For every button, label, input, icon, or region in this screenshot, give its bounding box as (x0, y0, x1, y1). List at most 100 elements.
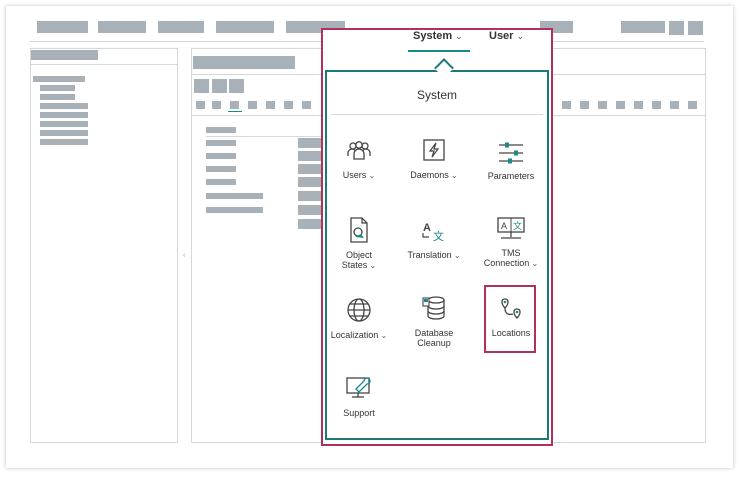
tile-parameters[interactable]: Parameters (476, 141, 546, 181)
form-field[interactable] (298, 138, 323, 148)
tab-placeholder[interactable] (634, 101, 643, 109)
toolbar-button[interactable] (194, 79, 209, 93)
tab-placeholder[interactable] (302, 101, 311, 109)
sliders-icon (499, 142, 523, 164)
tile-localization[interactable]: Localization ⌄ (324, 296, 394, 341)
main-panel-title (193, 56, 295, 69)
nav-placeholder[interactable] (98, 21, 146, 33)
tab-placeholder[interactable] (196, 101, 205, 109)
tile-object-states-label-1: Object (345, 250, 372, 260)
form-field[interactable] (298, 164, 323, 174)
menu-system[interactable]: System ⌄ (413, 30, 463, 42)
tile-support[interactable]: Support (324, 376, 394, 418)
splitter-handle[interactable]: ‹ (183, 252, 186, 259)
globe-icon (347, 298, 371, 322)
form-label (206, 153, 236, 159)
form-field[interactable] (298, 219, 323, 229)
svg-text:文: 文 (433, 229, 444, 243)
form-label (206, 140, 236, 146)
tab-placeholder[interactable] (652, 101, 661, 109)
form-label (206, 179, 236, 185)
tree-item[interactable] (40, 103, 88, 109)
nav-placeholder[interactable] (669, 21, 684, 35)
svg-text:文: 文 (513, 220, 522, 231)
tile-object-states[interactable]: Object States ⌄ (324, 216, 394, 271)
daemon-icon (423, 139, 445, 161)
form-field[interactable] (298, 177, 323, 187)
tab-placeholder[interactable] (616, 101, 625, 109)
nav-placeholder[interactable] (37, 21, 88, 33)
tree-item[interactable] (40, 121, 88, 127)
tile-translation[interactable]: A 文 Translation ⌄ (399, 218, 469, 261)
tab-placeholder[interactable] (688, 101, 697, 109)
chevron-down-icon: ⌄ (378, 331, 388, 340)
locations-highlight (484, 285, 536, 353)
nav-placeholder[interactable] (158, 21, 204, 33)
form-label (206, 166, 236, 172)
tree-item[interactable] (33, 76, 85, 82)
tile-database-cleanup-label-2: Cleanup (417, 338, 451, 348)
form-label (206, 193, 263, 199)
tile-database-cleanup-label-1: Database (414, 328, 454, 338)
chevron-down-icon: ⌄ (529, 259, 539, 268)
chevron-down-icon: ⌄ (516, 30, 525, 41)
nav-placeholder[interactable] (621, 21, 665, 33)
tile-database-cleanup[interactable]: Database Cleanup (399, 294, 469, 348)
tile-locations-label: Locations (491, 328, 531, 338)
popup-divider (331, 114, 543, 115)
users-icon (347, 141, 371, 160)
tab-placeholder[interactable] (230, 101, 239, 109)
form-field[interactable] (298, 205, 323, 215)
support-icon (346, 377, 371, 398)
tab-placeholder[interactable] (670, 101, 679, 109)
nav-placeholder[interactable] (688, 21, 703, 35)
tms-connection-icon: A 文 (497, 217, 525, 239)
tab-placeholder[interactable] (248, 101, 257, 109)
form-section-title (206, 127, 236, 133)
database-cleanup-icon (422, 296, 445, 320)
tile-locations[interactable]: Locations (476, 296, 546, 338)
tab-placeholder[interactable] (212, 101, 221, 109)
tile-translation-label: Translation (407, 250, 452, 260)
chevron-down-icon: ⌄ (448, 171, 458, 180)
menu-system-underline (408, 50, 470, 52)
tab-placeholder[interactable] (562, 101, 571, 109)
menu-user[interactable]: User ⌄ (489, 30, 524, 42)
tile-daemons[interactable]: Daemons ⌄ (399, 138, 469, 181)
tree-item[interactable] (40, 139, 88, 145)
tab-placeholder[interactable] (266, 101, 275, 109)
route-icon (501, 298, 521, 319)
form-field[interactable] (298, 151, 323, 161)
tab-placeholder[interactable] (284, 101, 293, 109)
tree-item[interactable] (40, 94, 75, 100)
tile-tms-label-1: TMS (501, 248, 521, 258)
form-field[interactable] (298, 191, 323, 201)
tab-active-underline (228, 111, 242, 112)
nav-placeholder[interactable] (216, 21, 274, 33)
tree-item[interactable] (40, 130, 88, 136)
tile-users-label: Users (342, 170, 367, 180)
tree-item[interactable] (40, 85, 75, 91)
tile-tms-connection[interactable]: A 文 TMS Connection ⌄ (476, 216, 546, 269)
svg-text:A: A (423, 222, 431, 234)
chevron-down-icon: ⌄ (451, 251, 461, 260)
toolbar-button[interactable] (229, 79, 244, 93)
svg-text:A: A (501, 221, 507, 231)
tile-users[interactable]: Users ⌄ (324, 140, 394, 181)
left-panel-title (31, 50, 98, 60)
left-panel-divider (31, 64, 177, 65)
tile-daemons-label: Daemons (410, 170, 449, 180)
menu-system-label: System (413, 30, 453, 42)
object-states-icon (350, 217, 368, 243)
tab-placeholder[interactable] (598, 101, 607, 109)
translation-icon: A 文 (422, 222, 444, 243)
chevron-down-icon: ⌄ (367, 261, 377, 270)
tab-placeholder[interactable] (580, 101, 589, 109)
tile-parameters-label: Parameters (487, 171, 535, 181)
tile-localization-label: Localization (330, 330, 379, 340)
menu-user-label: User (489, 30, 514, 42)
chevron-down-icon: ⌄ (455, 30, 463, 41)
toolbar-button[interactable] (212, 79, 227, 93)
tree-item[interactable] (40, 112, 88, 118)
form-label (206, 207, 263, 213)
